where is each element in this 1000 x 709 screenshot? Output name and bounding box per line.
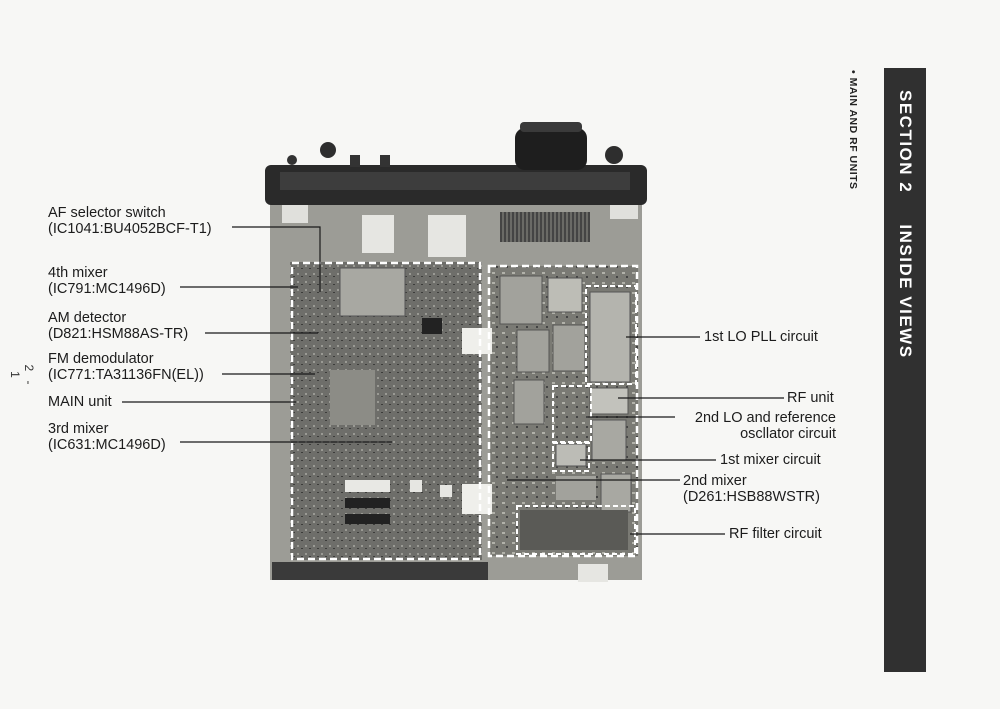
leader-lines-right [507,336,784,535]
label-4th-mixer: 4th mixer(IC791:MC1496D) [48,265,166,297]
sub-heading: • MAIN AND RF UNITS [847,70,859,190]
page-number: 2 - 1 [8,364,36,388]
label-3rd-mixer: 3rd mixer(IC631:MC1496D) [48,421,166,453]
label-1st-mixer-circuit: 1st mixer circuit [720,452,821,468]
label-rf-filter-circuit: RF filter circuit [729,526,822,542]
label-2nd-mixer: 2nd mixer(D261:HSB88WSTR) [683,473,820,505]
label-af-selector-switch: AF selector switch(IC1041:BU4052BCF-T1) [48,205,212,237]
label-1st-lo-pll-circuit: 1st LO PLL circuit [704,329,818,345]
label-am-detector: AM detector(D821:HSM88AS-TR) [48,310,189,342]
label-rf-unit: RF unit [787,390,834,406]
label-main-unit: MAIN unit [48,394,112,410]
label-fm-demodulator: FM demodulator(IC771:TA31136FN(EL)) [48,351,204,383]
section-title: SECTION 2 INSIDE VIEWS [896,90,915,359]
leader-lines-left [122,226,392,443]
section-band [884,68,926,672]
